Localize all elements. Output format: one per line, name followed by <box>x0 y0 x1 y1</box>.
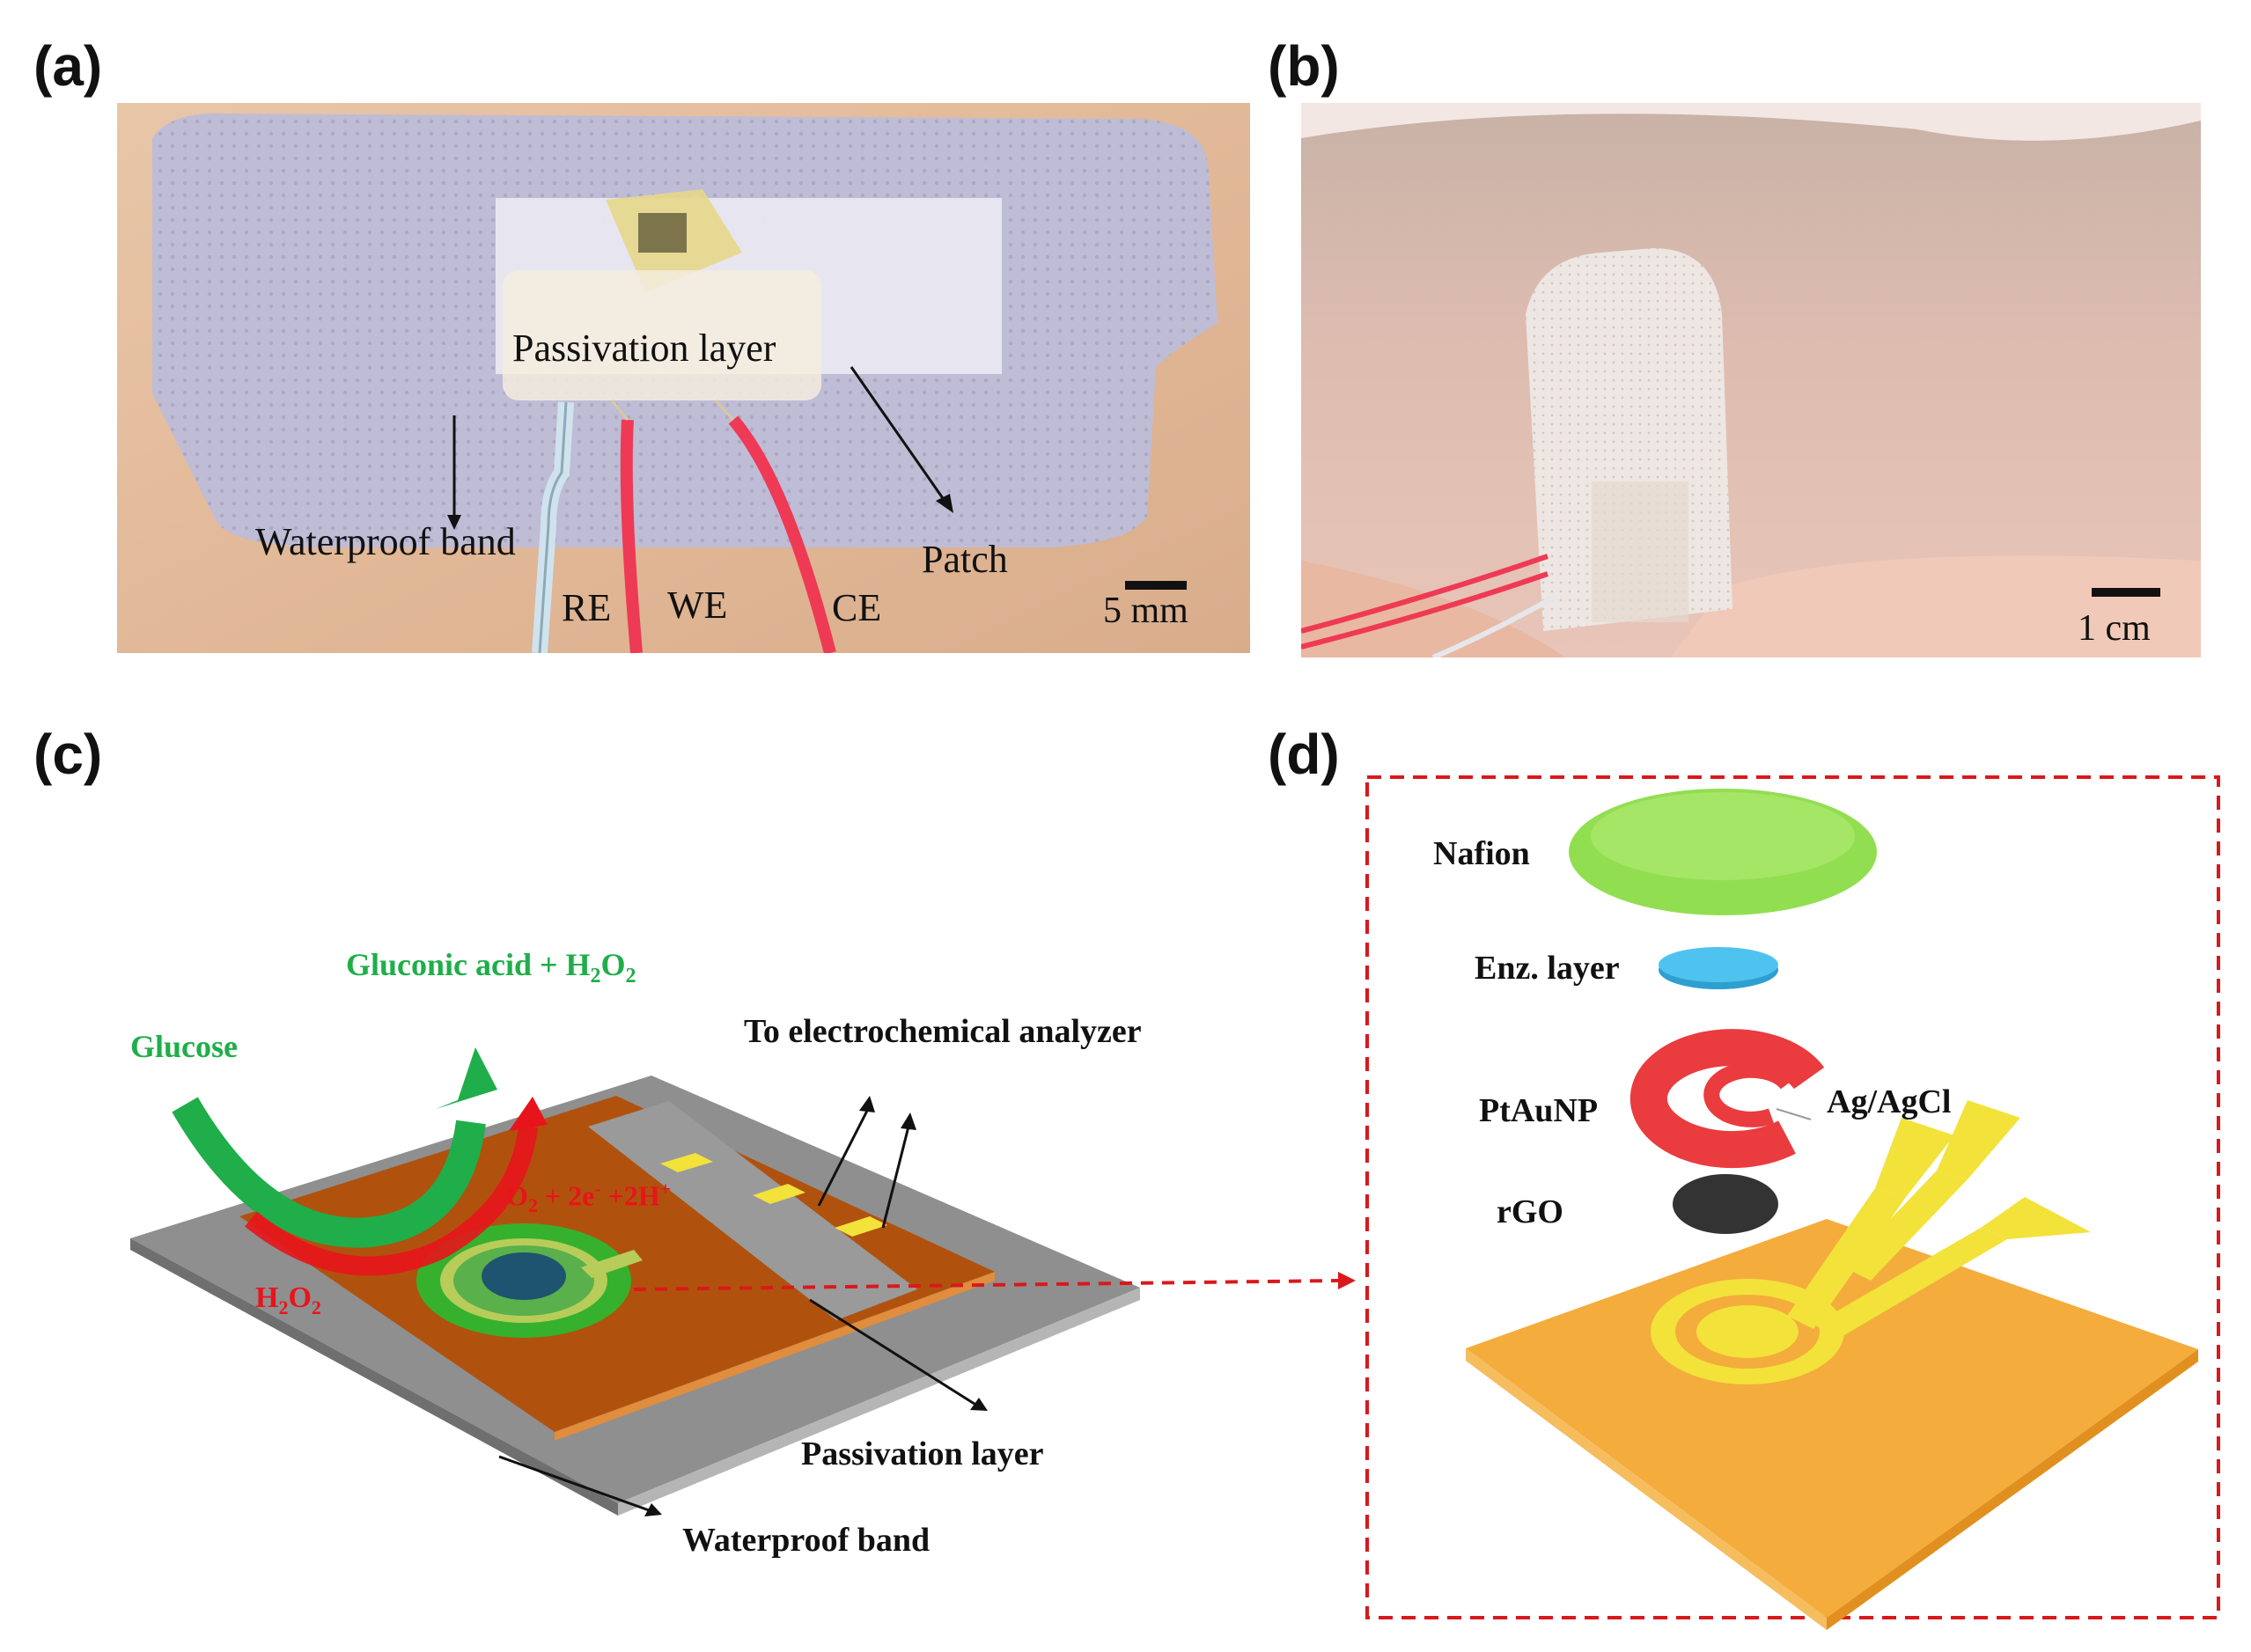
label-patch: Patch <box>922 538 1008 581</box>
label-glucose: Glucose <box>130 1029 238 1064</box>
label-ptaunp: PtAuNP <box>1479 1092 1599 1129</box>
label-waterproof-c: Waterproof band <box>682 1522 931 1559</box>
photo-panel-b <box>1301 103 2201 657</box>
label-rgo: rGO <box>1497 1193 1563 1230</box>
photo-b-drawing <box>1301 103 2201 657</box>
label-h2o2: H2O2 <box>255 1281 321 1318</box>
panel-label-d: (d) <box>1268 723 1340 786</box>
label-passivation-a: Passivation layer <box>512 327 776 370</box>
panel-label-c: (c) <box>33 723 103 786</box>
label-analyzer: To electrochemical analyzer <box>744 1013 1142 1050</box>
panel-label-b: (b) <box>1268 34 1340 98</box>
label-ce: CE <box>832 586 882 629</box>
scale-label-b: 1 cm <box>2078 608 2151 649</box>
label-agagcl: Ag/AgCl <box>1827 1083 1952 1120</box>
label-enzyme-layer: Enz. layer <box>1475 950 1620 987</box>
label-gluconic-acid: Gluconic acid + H2O2 <box>346 947 636 988</box>
photo-panel-a <box>117 103 1250 653</box>
panel-label-a: (a) <box>33 34 103 98</box>
label-waterproof-a: Waterproof band <box>255 520 516 563</box>
label-re: RE <box>562 586 612 629</box>
photo-a-drawing <box>117 103 1250 653</box>
label-reaction: O2 + 2e- +2H+ <box>506 1178 672 1217</box>
scale-label-a: 5 mm <box>1103 591 1188 631</box>
label-nafion: Nafion <box>1433 835 1530 872</box>
label-passivation-c: Passivation layer <box>801 1435 1044 1472</box>
label-we: WE <box>667 584 728 627</box>
